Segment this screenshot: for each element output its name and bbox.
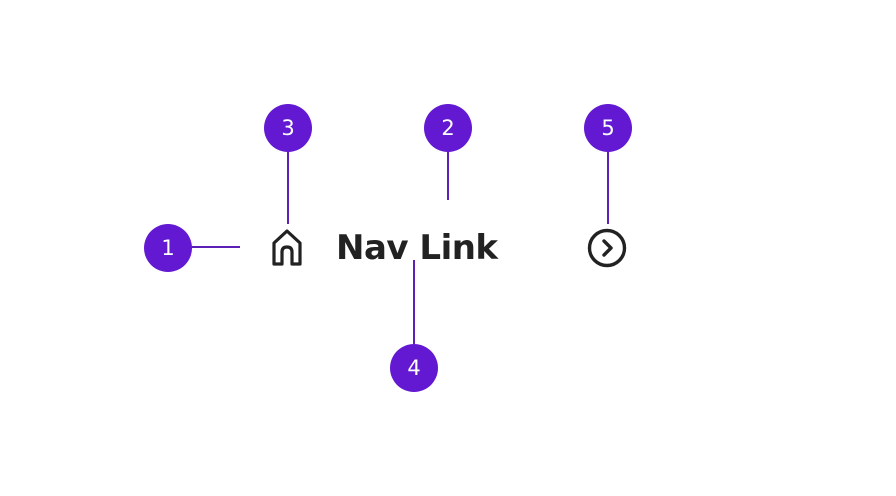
callout-number-5: 5 <box>601 115 615 140</box>
callout-marker-1: 1 <box>144 224 192 272</box>
callout-number-1: 1 <box>161 235 175 260</box>
callout-marker-3: 3 <box>264 104 312 152</box>
callout-marker-2: 2 <box>424 104 472 152</box>
leader-line-3 <box>287 150 289 224</box>
callout-number-2: 2 <box>441 115 455 140</box>
leader-line-5 <box>607 150 609 224</box>
leader-line-1 <box>190 246 240 248</box>
leader-line-2 <box>447 150 449 200</box>
nav-link-label: Nav Link <box>336 228 498 268</box>
callout-number-3: 3 <box>281 115 295 140</box>
callout-marker-5: 5 <box>584 104 632 152</box>
chevron-right-circle-icon <box>586 227 628 269</box>
callout-number-4: 4 <box>407 355 421 380</box>
nav-link[interactable]: Nav Link <box>260 222 640 274</box>
callout-marker-4: 4 <box>390 344 438 392</box>
home-icon <box>266 226 308 268</box>
leader-line-4 <box>413 260 415 344</box>
